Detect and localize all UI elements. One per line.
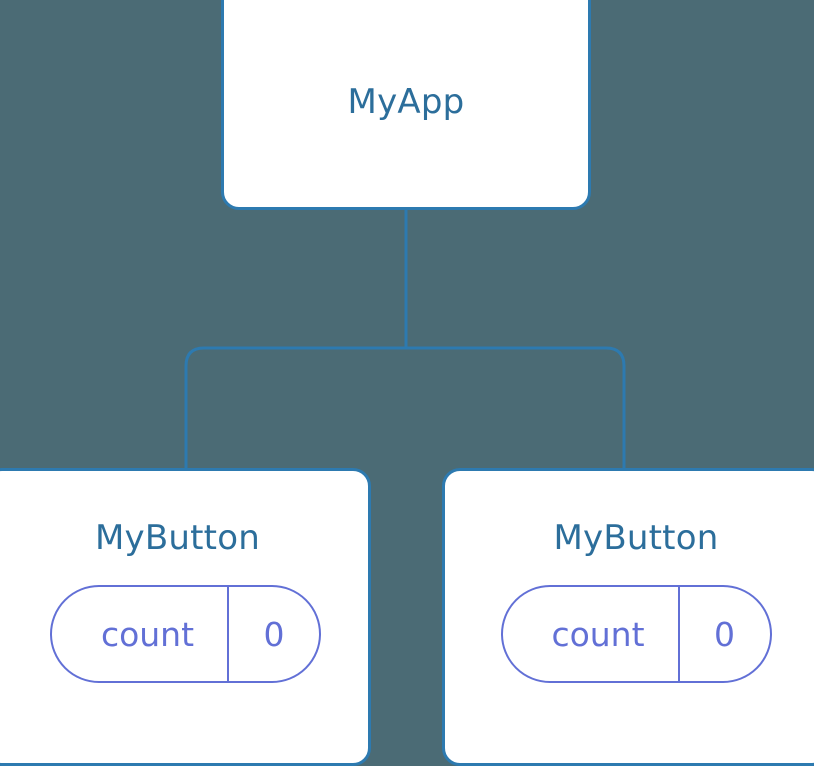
state-pill-key: count	[551, 614, 645, 654]
state-pill-value: 0	[677, 587, 770, 681]
component-node-mybutton-2[interactable]: MyButton count 0	[442, 468, 814, 766]
state-pill[interactable]: count 0	[50, 585, 321, 683]
connector-branch-left	[184, 346, 406, 470]
connector-branch-right	[406, 346, 626, 470]
component-node-mybutton-1[interactable]: MyButton count 0	[0, 468, 371, 766]
component-node-title: MyApp	[347, 82, 465, 122]
state-pill-value: 0	[227, 587, 319, 681]
component-node-myapp[interactable]: MyApp	[221, 0, 591, 210]
state-pill-key: count	[100, 614, 195, 654]
state-pill[interactable]: count 0	[500, 585, 772, 683]
component-node-title: MyButton	[553, 518, 719, 558]
component-node-title: MyButton	[95, 518, 260, 558]
